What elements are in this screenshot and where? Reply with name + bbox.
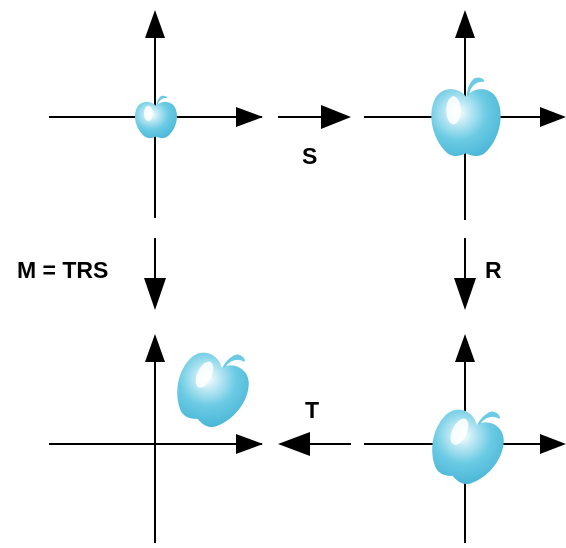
arrowhead-right-top-left [236, 107, 263, 127]
arrowhead-scale [321, 105, 351, 129]
label-composite: M = TRS [17, 257, 108, 283]
axes-bottom-left [49, 340, 262, 543]
arrowhead-right-bottom-left [236, 434, 263, 454]
arrowhead-right-top-right [540, 107, 566, 127]
label-translate: T [305, 397, 319, 423]
arrowhead-up-bottom-right [455, 334, 475, 362]
apple-icon [165, 335, 262, 437]
apple-icon [420, 392, 517, 494]
arrowhead-rotate [454, 278, 476, 310]
arrowhead-composite [144, 278, 166, 310]
label-scale: S [302, 143, 317, 169]
arrowhead-up-top-left [145, 10, 165, 38]
arrowhead-up-bottom-left [145, 334, 165, 362]
arrowhead-up-top-right [455, 10, 475, 38]
label-rotate: R [485, 257, 502, 283]
arrowhead-translate [278, 432, 310, 456]
arrowhead-right-bottom-right [540, 434, 566, 454]
